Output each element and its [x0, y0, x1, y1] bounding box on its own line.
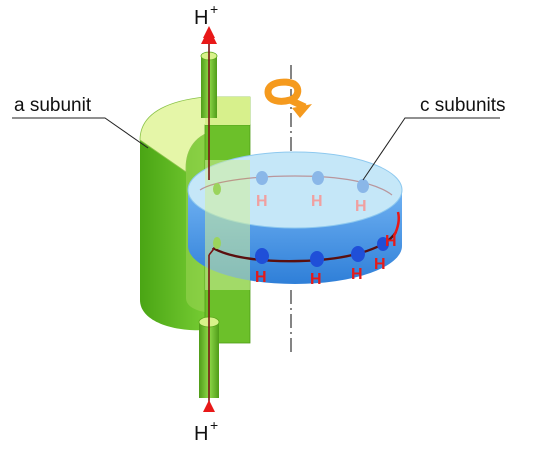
proton-mark-lower-2: H: [310, 271, 322, 288]
proton-label-top: H: [194, 7, 208, 29]
c-subunit-ring: [187, 151, 403, 290]
proton-mark-lower-4: H: [374, 256, 386, 273]
proton-label-bottom: H: [194, 423, 208, 445]
upper-proton-sites: [256, 171, 369, 193]
proton-mark-upper-2: H: [311, 193, 323, 210]
proton-mark-lower-1: H: [255, 269, 267, 286]
orbit-end-arrow: [392, 211, 401, 237]
rotation-arrow-icon: [264, 78, 312, 118]
proton-mark-upper-1: H: [256, 193, 268, 210]
proton-mark-lower-3: H: [351, 266, 363, 283]
proton-flow-arrow-icon: [201, 26, 217, 412]
c-subunits-label: c subunits: [420, 95, 506, 116]
proton-mark-upper-3: H: [355, 198, 367, 215]
proton-label-top-charge: +: [210, 1, 218, 17]
upper-proton-orbit: [199, 175, 393, 196]
callout-lines: [12, 117, 500, 181]
lower-proton-sites: [255, 237, 389, 267]
proton-label-bottom-charge: +: [210, 417, 218, 433]
channel-sites: [213, 183, 221, 249]
a-subunit-label: a subunit: [14, 95, 92, 116]
proton-mark-lower-5: H: [385, 233, 397, 250]
